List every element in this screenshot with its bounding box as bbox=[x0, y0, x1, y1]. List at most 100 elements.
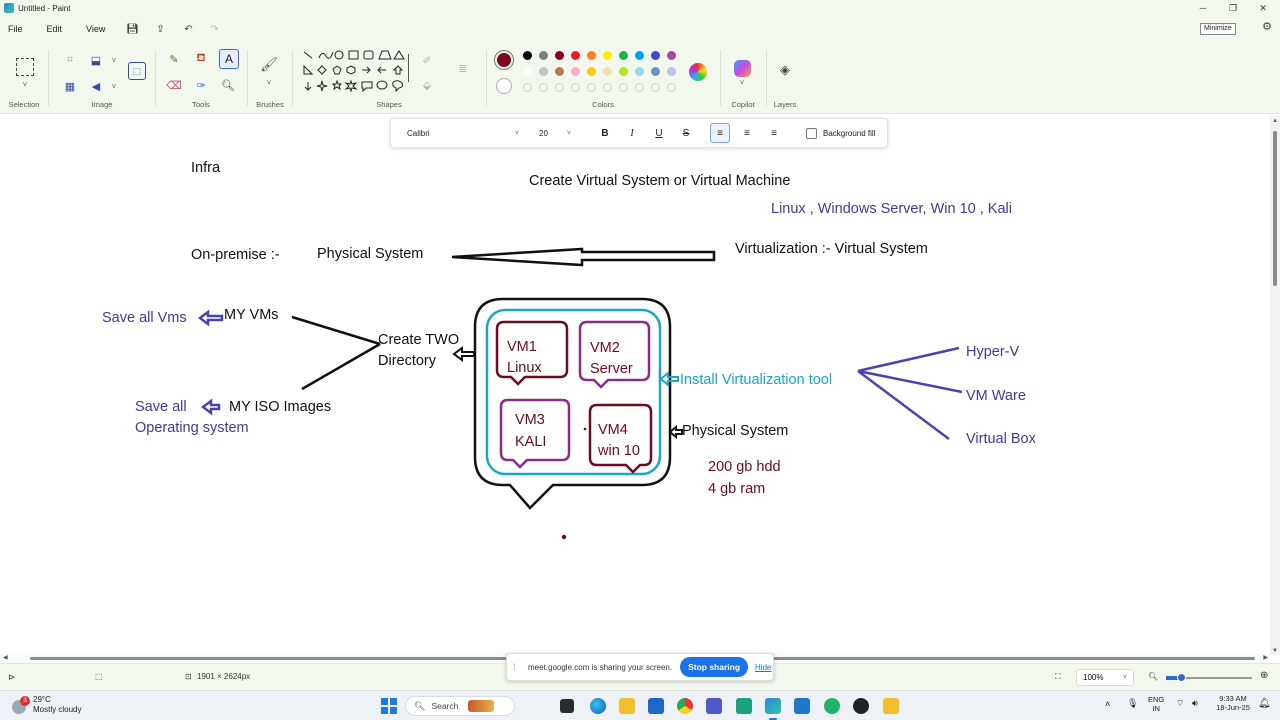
menu-edit[interactable]: Edit bbox=[46, 24, 63, 34]
secondary-color-button[interactable] bbox=[496, 78, 512, 94]
close-button[interactable]: ✕ bbox=[1259, 2, 1267, 13]
custom-color-slot[interactable] bbox=[571, 83, 580, 92]
selection-tool-icon[interactable] bbox=[16, 58, 34, 76]
chevron-down-icon[interactable]: ˅ bbox=[739, 77, 745, 87]
file-explorer-icon[interactable] bbox=[619, 698, 635, 714]
color-swatch[interactable] bbox=[619, 67, 628, 76]
stop-sharing-button[interactable]: Stop sharing bbox=[680, 657, 749, 677]
custom-color-slot[interactable] bbox=[539, 83, 548, 92]
fill-bucket-icon[interactable]: ⛾ bbox=[196, 52, 206, 64]
copilot-icon[interactable] bbox=[734, 60, 751, 77]
color-swatch[interactable] bbox=[571, 67, 580, 76]
custom-color-slot[interactable] bbox=[523, 83, 532, 92]
layers-icon[interactable]: ◈ bbox=[780, 62, 790, 77]
chrome-icon[interactable] bbox=[677, 698, 693, 714]
color-swatch[interactable] bbox=[571, 51, 580, 60]
background-fill-checkbox[interactable] bbox=[806, 127, 817, 139]
redo-icon[interactable]: ↷ bbox=[210, 23, 219, 35]
color-swatch[interactable] bbox=[539, 51, 548, 60]
chevron-down-icon[interactable]: ˅ bbox=[111, 55, 117, 65]
zoom-select[interactable]: 100% ˅ bbox=[1076, 669, 1134, 686]
canvas[interactable]: Infra Create Virtual System or Virtual M… bbox=[0, 115, 1270, 653]
rotate-icon[interactable]: ▦ bbox=[64, 80, 76, 93]
custom-color-slot[interactable] bbox=[619, 83, 628, 92]
primary-color-button[interactable] bbox=[494, 50, 514, 70]
color-swatch[interactable] bbox=[587, 51, 596, 60]
custom-color-slot[interactable] bbox=[587, 83, 596, 92]
color-swatch[interactable] bbox=[667, 51, 676, 60]
underline-button[interactable]: U bbox=[655, 127, 663, 139]
zoom-slider-thumb[interactable] bbox=[1177, 673, 1186, 682]
scroll-right-icon[interactable]: ▶ bbox=[1263, 655, 1268, 661]
pencil-icon[interactable]: ✎ bbox=[169, 53, 179, 66]
shapes-gallery[interactable] bbox=[302, 48, 414, 104]
paint-taskbar-icon[interactable] bbox=[765, 698, 781, 714]
custom-color-slot[interactable] bbox=[651, 83, 660, 92]
chatgpt-icon[interactable] bbox=[824, 698, 840, 714]
align-right-icon[interactable]: ≡ bbox=[771, 127, 777, 139]
brush-icon[interactable]: 🖌︎ bbox=[260, 55, 278, 72]
shape-size-icon[interactable]: ≣ bbox=[458, 62, 468, 75]
crop-icon[interactable]: ⌗ bbox=[66, 53, 74, 66]
font-family-select[interactable]: Calibri ˅ bbox=[399, 123, 527, 143]
strikethrough-button[interactable]: S bbox=[682, 127, 690, 139]
color-swatch[interactable] bbox=[635, 67, 644, 76]
image-select-icon[interactable]: ⬚ bbox=[128, 62, 146, 80]
color-swatch[interactable] bbox=[555, 51, 564, 60]
undo-icon[interactable]: ↶ bbox=[184, 23, 193, 35]
weather-widget[interactable]: 3 bbox=[10, 696, 30, 716]
teams-icon[interactable] bbox=[706, 698, 722, 714]
vertical-scroll-thumb[interactable] bbox=[1273, 131, 1277, 286]
minimize-button[interactable]: ─ bbox=[1199, 3, 1207, 13]
color-swatch[interactable] bbox=[523, 67, 532, 76]
scroll-left-icon[interactable]: ◀ bbox=[3, 655, 8, 661]
color-swatch[interactable] bbox=[651, 51, 660, 60]
clock[interactable]: 9:33 AM 18-Jun-25 bbox=[1210, 694, 1256, 712]
zoom-out-icon[interactable]: 🔍︎ bbox=[1148, 672, 1159, 681]
menu-view[interactable]: View bbox=[86, 24, 106, 34]
shape-fill-icon[interactable]: ⬙ bbox=[422, 79, 432, 92]
edge-icon[interactable] bbox=[590, 698, 606, 714]
zoom-slider[interactable] bbox=[1166, 677, 1252, 679]
taskbar-search[interactable]: 🔍︎ Search bbox=[405, 696, 515, 716]
bold-button[interactable]: B bbox=[601, 127, 609, 139]
text-tool-icon[interactable]: A bbox=[219, 49, 239, 69]
chevron-up-icon[interactable]: ˄ bbox=[1105, 699, 1111, 709]
app-icon[interactable] bbox=[883, 698, 899, 714]
color-swatch[interactable] bbox=[539, 67, 548, 76]
windows-start-icon[interactable] bbox=[381, 698, 397, 714]
notification-icon[interactable]: 🔔︎ bbox=[1258, 698, 1271, 709]
color-swatch[interactable] bbox=[651, 67, 660, 76]
language-indicator[interactable]: ENG IN bbox=[1148, 695, 1164, 713]
color-picker-icon[interactable]: ✑ bbox=[196, 79, 206, 92]
eraser-icon[interactable]: ⌫ bbox=[166, 79, 182, 92]
color-swatch[interactable] bbox=[523, 51, 532, 60]
vscode-icon[interactable] bbox=[794, 698, 810, 714]
chevron-down-icon[interactable]: ˅ bbox=[266, 77, 272, 87]
github-icon[interactable] bbox=[853, 698, 869, 714]
save-icon[interactable]: 💾︎ bbox=[126, 23, 139, 35]
scroll-down-icon[interactable]: ▼ bbox=[1272, 648, 1278, 654]
color-swatch[interactable] bbox=[603, 67, 612, 76]
maximize-button[interactable]: ❐ bbox=[1228, 2, 1238, 13]
outline-icon[interactable]: ✐ bbox=[422, 54, 432, 67]
hide-banner-link[interactable]: Hide bbox=[755, 662, 772, 672]
vertical-scrollbar[interactable]: ▲ ▼ bbox=[1270, 115, 1280, 655]
task-view-icon[interactable] bbox=[560, 699, 574, 713]
resize-icon[interactable]: ⬓ bbox=[90, 54, 102, 67]
color-swatch[interactable] bbox=[667, 67, 676, 76]
custom-color-slot[interactable] bbox=[603, 83, 612, 92]
color-swatch[interactable] bbox=[619, 51, 628, 60]
magnifier-icon[interactable]: 🔍︎ bbox=[221, 79, 235, 92]
color-swatch[interactable] bbox=[603, 51, 612, 60]
align-center-icon[interactable]: ≡ bbox=[744, 127, 750, 139]
color-swatch[interactable] bbox=[635, 51, 644, 60]
color-swatch[interactable] bbox=[555, 67, 564, 76]
microphone-icon[interactable]: 🎙︎ bbox=[1127, 698, 1139, 708]
color-swatch[interactable] bbox=[587, 67, 596, 76]
wifi-icon[interactable]: ⌔ bbox=[1176, 698, 1185, 708]
drag-handle-icon[interactable]: ⁞ bbox=[513, 662, 516, 672]
outlook-icon[interactable] bbox=[648, 698, 664, 714]
custom-color-slot[interactable] bbox=[635, 83, 644, 92]
chevron-down-icon[interactable]: ˅ bbox=[111, 81, 117, 91]
